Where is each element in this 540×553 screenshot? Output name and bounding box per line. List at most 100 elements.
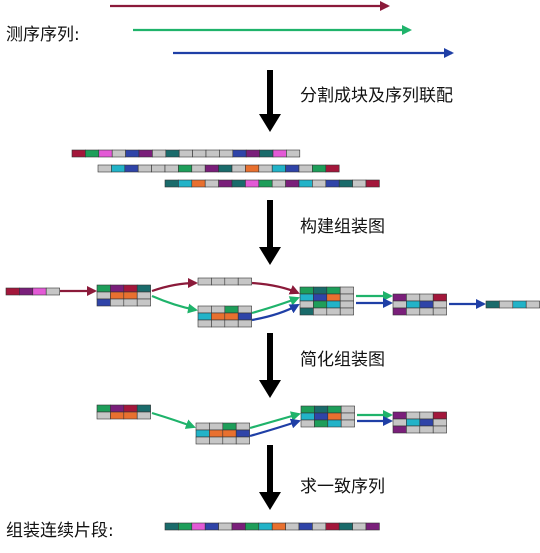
graph-node-a-cell bbox=[96, 284, 111, 293]
aligned-read-3-cell bbox=[218, 179, 233, 188]
graph-node-mid-cell bbox=[237, 305, 252, 314]
graph-node-mid-cell bbox=[211, 319, 226, 328]
aligned-read-2-cell bbox=[258, 164, 273, 173]
graph-node-a-cell bbox=[123, 298, 138, 307]
simple-node-c-cell bbox=[392, 418, 407, 427]
graph-node-b-cell bbox=[299, 300, 314, 309]
graph-node-b-cell bbox=[326, 293, 341, 302]
step-simplify-graph-label: 简化组装图 bbox=[300, 350, 385, 370]
graph-edge bbox=[251, 296, 300, 315]
assembled-contig-cell bbox=[164, 522, 179, 531]
aligned-read-1-cell bbox=[232, 149, 247, 158]
simple-node-b-cell bbox=[327, 405, 342, 414]
graph-node-a-cell bbox=[96, 298, 111, 307]
simple-node-b-cell bbox=[327, 419, 342, 428]
graph-node-b-cell bbox=[339, 293, 354, 302]
simple-node-mid-cell bbox=[209, 422, 224, 431]
down-arrow-icon bbox=[259, 247, 281, 265]
simple-node-mid-cell bbox=[235, 429, 250, 438]
simple-node-a-cell bbox=[96, 404, 111, 413]
assembled-contig-cell bbox=[258, 522, 273, 531]
aligned-read-1-cell bbox=[219, 149, 234, 158]
graph-node-c-cell bbox=[392, 293, 407, 302]
simple-node-mid-cell bbox=[222, 422, 237, 431]
graph-node-c-cell bbox=[419, 293, 434, 302]
aligned-read-1-cell bbox=[98, 149, 113, 158]
assembled-contig-cell bbox=[298, 522, 313, 531]
graph-node-start-cell bbox=[45, 287, 60, 296]
aligned-read-3-cell bbox=[298, 179, 313, 188]
assembled-contig-cell bbox=[338, 522, 353, 531]
aligned-read-1-cell bbox=[152, 149, 167, 158]
aligned-read-3-cell bbox=[191, 179, 206, 188]
aligned-read-2-cell bbox=[325, 164, 340, 173]
aligned-read-1-cell bbox=[138, 149, 153, 158]
graph-node-mid-cell bbox=[197, 312, 212, 321]
graph-node-b-cell bbox=[339, 300, 354, 309]
simple-node-c-cell bbox=[419, 425, 434, 434]
graph-node-a-cell bbox=[136, 284, 151, 293]
graph-node-top-cell bbox=[211, 277, 226, 286]
assembled-contig-cell bbox=[178, 522, 193, 531]
assembled-contig-cell bbox=[191, 522, 206, 531]
graph-node-c-cell bbox=[432, 307, 447, 316]
simple-node-mid-cell bbox=[195, 422, 210, 431]
graph-node-b-cell bbox=[339, 286, 354, 295]
graph-node-mid-cell bbox=[224, 319, 239, 328]
aligned-read-2-cell bbox=[97, 164, 112, 173]
simple-edge bbox=[249, 418, 301, 438]
down-arrow-icon bbox=[259, 114, 281, 132]
graph-node-end-cell bbox=[525, 300, 540, 309]
simple-node-c-cell bbox=[392, 425, 407, 434]
graph-node-end-cell bbox=[512, 300, 527, 309]
graph-node-b-cell bbox=[313, 286, 328, 295]
aligned-read-1-cell bbox=[111, 149, 126, 158]
step-build-graph-label: 构建组装图 bbox=[300, 217, 385, 237]
graph-node-a-cell bbox=[136, 298, 151, 307]
assembled-contig-cell bbox=[271, 522, 286, 531]
graph-node-a-cell bbox=[110, 298, 125, 307]
simple-node-c-cell bbox=[392, 411, 407, 420]
graph-node-b-cell bbox=[339, 307, 354, 316]
assembled-contig-label: 组装连续片段: bbox=[6, 521, 114, 541]
assembled-contig-cell bbox=[312, 522, 327, 531]
aligned-read-2-cell bbox=[271, 164, 286, 173]
aligned-read-3-cell bbox=[285, 179, 300, 188]
aligned-read-3-cell bbox=[245, 179, 260, 188]
aligned-read-3-cell bbox=[178, 179, 193, 188]
aligned-read-2-cell bbox=[137, 164, 152, 173]
graph-node-b-cell bbox=[299, 307, 314, 316]
assembled-contig-cell bbox=[218, 522, 233, 531]
simple-node-c-cell bbox=[406, 425, 421, 434]
aligned-read-2-cell bbox=[178, 164, 193, 173]
aligned-read-1-cell bbox=[165, 149, 180, 158]
assembled-contig-cell bbox=[352, 522, 367, 531]
assembled-contig-cell bbox=[365, 522, 380, 531]
graph-node-c-cell bbox=[419, 307, 434, 316]
aligned-read-2-cell bbox=[285, 164, 300, 173]
graph-node-a-cell bbox=[123, 284, 138, 293]
assembled-contig-cell bbox=[204, 522, 219, 531]
simple-node-mid-cell bbox=[222, 429, 237, 438]
step-consensus-label: 求一致序列 bbox=[300, 477, 385, 497]
graph-node-top-cell bbox=[237, 277, 252, 286]
aligned-read-2-cell bbox=[111, 164, 126, 173]
simple-node-b-cell bbox=[300, 405, 315, 414]
aligned-read-1-cell bbox=[71, 149, 86, 158]
graph-node-b-cell bbox=[299, 293, 314, 302]
aligned-read-3-cell bbox=[271, 179, 286, 188]
aligned-read-2-cell bbox=[218, 164, 233, 173]
aligned-read-3-cell bbox=[231, 179, 246, 188]
graph-node-mid-cell bbox=[237, 319, 252, 328]
graph-node-mid-cell bbox=[211, 312, 226, 321]
graph-node-top-cell bbox=[197, 277, 212, 286]
graph-node-a-cell bbox=[123, 291, 138, 300]
graph-node-b-cell bbox=[326, 286, 341, 295]
aligned-read-3-cell bbox=[204, 179, 219, 188]
graph-node-mid-cell bbox=[197, 319, 212, 328]
simple-edge bbox=[249, 411, 301, 430]
graph-node-mid-cell bbox=[224, 312, 239, 321]
simple-node-a-cell bbox=[110, 411, 125, 420]
aligned-read-2-cell bbox=[164, 164, 179, 173]
